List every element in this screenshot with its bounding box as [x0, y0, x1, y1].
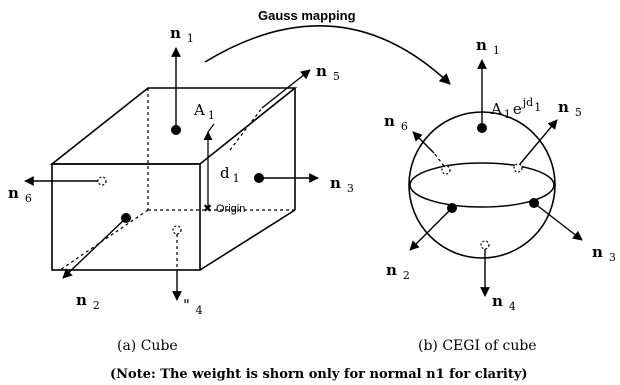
- normal-arrow-n2: [62, 217, 127, 279]
- sphere-equator: [409, 162, 555, 208]
- face-centroid-n6: [97, 176, 107, 186]
- cube-visible-edges: [49, 87, 298, 271]
- area-arrow-a1-tip: [207, 123, 215, 133]
- cube-hidden-edges: [59, 88, 295, 271]
- gauss-mapping-arrow: [204, 25, 451, 85]
- sphere-point-n5: [513, 163, 523, 173]
- sphere-point-n4: [480, 240, 490, 250]
- sphere-outline: [408, 111, 556, 259]
- sphere-arrow-n6-dashed: [433, 152, 445, 167]
- caption-cegi: (b) CEGI of cube: [418, 338, 537, 354]
- figure-title: Gauss mapping: [258, 8, 356, 23]
- origin-label: Origin: [216, 203, 245, 215]
- origin-marker-icon: ✖: [203, 203, 212, 215]
- sphere-arrow-n5: [519, 119, 558, 165]
- normal-arrow-n5: [261, 69, 311, 109]
- caption-cube: (a) Cube: [117, 338, 178, 354]
- sphere-point-n6: [441, 165, 451, 175]
- face-centroid-n4: [172, 225, 182, 235]
- sphere-arrow-n6: [412, 131, 435, 154]
- note-text: (Note: The weight is shorn only for norm…: [110, 367, 528, 382]
- normal-arrow-n5-dashed: [229, 107, 263, 151]
- sphere-arrow-n3: [533, 202, 583, 241]
- sphere-arrow-n2: [409, 207, 453, 251]
- normal-label-n4: " 4: [183, 296, 203, 317]
